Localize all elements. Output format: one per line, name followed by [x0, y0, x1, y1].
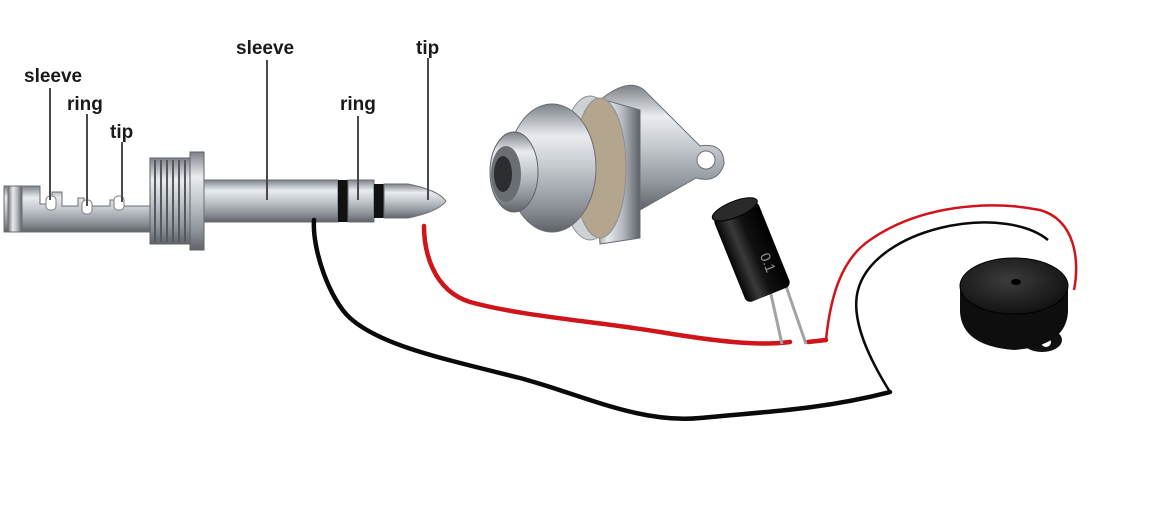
label-plug-tip: tip: [416, 38, 439, 59]
stereo-plug: [203, 179, 447, 223]
panel-jack: [489, 84, 725, 245]
black-wire: [311, 217, 893, 422]
label-jack-tip: tip: [110, 122, 133, 143]
label-jack-sleeve: sleeve: [24, 66, 82, 87]
red-wire: [421, 223, 793, 346]
label-plug-ring: ring: [340, 94, 376, 115]
red-wire-short: [805, 337, 829, 345]
electrolytic-capacitor: 0.1: [711, 197, 808, 345]
capacitor-marking: 0.1: [757, 250, 779, 274]
piezo-buzzer: [824, 204, 1078, 393]
label-plug-sleeve: sleeve: [236, 38, 294, 59]
stereo-jack-cutaway: [3, 151, 205, 251]
label-jack-ring: ring: [67, 94, 103, 115]
buzzer-red-lead: [824, 204, 1078, 341]
leader-lines: [49, 58, 429, 206]
buzzer-black-lead: [854, 221, 1049, 393]
